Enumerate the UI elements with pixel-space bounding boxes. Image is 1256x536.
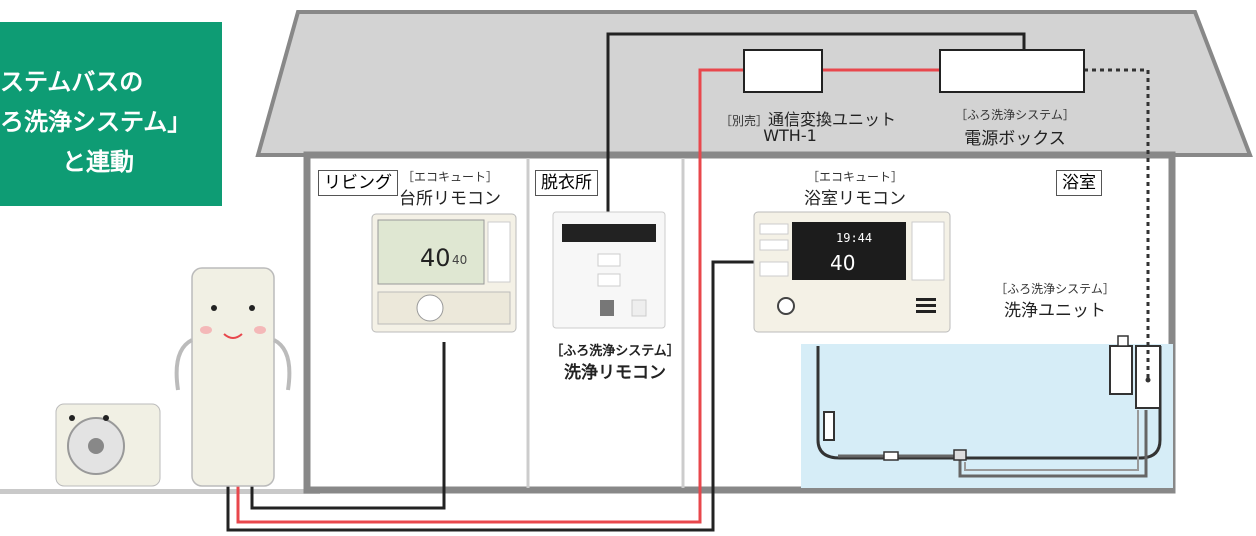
power-box-category: ［ふろ洗浄システム］ — [955, 108, 1075, 122]
power-line — [1084, 68, 1150, 380]
wash-unit-cap — [1117, 335, 1129, 347]
comm-line-red — [236, 68, 744, 524]
power-box — [939, 49, 1085, 93]
wash-pipe-inner — [964, 410, 1139, 471]
bath-remote: 19:44 40 — [753, 211, 951, 333]
water-heater-tank — [174, 267, 292, 487]
bath-temp-display: 40 — [830, 251, 855, 275]
converter-label: ［別売］通信変換ユニット — [708, 106, 908, 130]
wash-unit-category: ［ふろ洗浄システム］ — [995, 282, 1115, 296]
wash-remote-line — [606, 32, 1026, 214]
linkage-badge: ステムバスの ろ洗浄システム」 と連動 — [0, 22, 222, 206]
converter-model: WTH-1 — [763, 126, 817, 145]
room-label-dressing: 脱衣所 — [535, 170, 598, 196]
kitchen-temp-display-2: 40 — [452, 253, 467, 267]
pipe-joint — [883, 451, 899, 461]
converter-name: 通信変換ユニット — [768, 110, 897, 129]
converter-box — [743, 49, 823, 93]
room-label-living: リビング — [318, 170, 398, 196]
kitchen-remote-category: ［エコキュート］ — [401, 170, 498, 184]
bath-time-display: 19:44 — [836, 231, 872, 245]
bathtub-fitting — [823, 411, 835, 441]
wash-unit-side — [1109, 345, 1133, 395]
wash-remote-name: 洗浄リモコン — [564, 363, 666, 383]
room-label-bathroom: 浴室 — [1056, 170, 1102, 196]
wash-unit-dot — [1145, 377, 1151, 383]
heat-pump-unit — [55, 403, 161, 487]
wash-pipe — [838, 410, 1148, 478]
badge-line-3: と連動 — [62, 148, 134, 176]
bathtub — [816, 346, 1162, 460]
bath-remote-name: 浴室リモコン — [804, 189, 906, 209]
bath-remote-category: ［エコキュート］ — [806, 170, 903, 184]
kitchen-remote-line — [250, 342, 446, 510]
wash-remote — [552, 211, 666, 329]
comm-line-black — [226, 260, 758, 532]
wash-remote-category: ［ふろ洗浄システム］ — [550, 344, 680, 359]
kitchen-temp-display: 40 — [420, 244, 451, 272]
kitchen-remote-name: 台所リモコン — [399, 189, 501, 209]
converter-category: ［別売］ — [719, 114, 768, 128]
ground-line — [0, 489, 320, 494]
pipe-joint — [953, 449, 967, 461]
power-box-name: 電源ボックス — [964, 129, 1066, 149]
badge-line-1: ステムバスの — [0, 68, 144, 96]
kitchen-remote: 40 40 — [371, 213, 517, 333]
wash-unit-name: 洗浄ユニット — [1004, 301, 1106, 321]
badge-line-2: ろ洗浄システム」 — [0, 108, 192, 136]
